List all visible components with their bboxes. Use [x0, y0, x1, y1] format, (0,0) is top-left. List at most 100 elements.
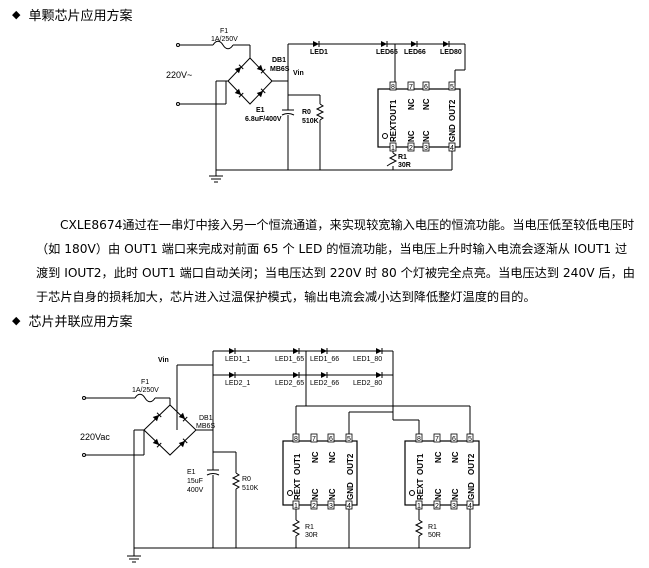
svg-text:NC: NC	[407, 130, 416, 142]
svg-text:NC: NC	[328, 451, 337, 463]
resistor-r0: R0 510K	[288, 94, 325, 170]
section-title: 单颗芯片应用方案	[28, 9, 133, 24]
svg-text:2: 2	[435, 503, 439, 510]
ground-icon	[126, 555, 142, 563]
svg-text:OUT1: OUT1	[416, 453, 425, 475]
svg-text:4: 4	[468, 503, 472, 510]
svg-text:NC: NC	[407, 98, 416, 110]
svg-text:2: 2	[312, 503, 316, 510]
res1-value: 30R	[398, 162, 411, 169]
bridge-name: DB1	[199, 415, 213, 422]
res-name: R1	[305, 524, 314, 531]
description-text: CXLE8674通过在一串灯中接入另一个恒流通道，来实现较宽输入电压的恒流功能。…	[36, 218, 635, 304]
led-diode-icon	[312, 40, 320, 48]
svg-text:NC: NC	[434, 488, 443, 500]
led-label: LED2_1	[225, 380, 250, 387]
svg-text:NC: NC	[328, 488, 337, 500]
svg-text:1: 1	[294, 503, 298, 510]
fuse-name: F1	[141, 379, 149, 386]
svg-text:6: 6	[424, 84, 428, 91]
svg-text:GND: GND	[467, 482, 476, 500]
led-diode-icon	[442, 40, 450, 48]
bullet-diamond-icon: ◆	[12, 314, 21, 327]
ac-input-label: 220Vac	[80, 432, 110, 442]
ground-icon	[208, 175, 224, 183]
diagram-parallel-chips: Vin LED1_1 LED1_65 LED1_66 LED1_80 LED2_…	[80, 347, 480, 563]
vin-label: Vin	[158, 357, 169, 364]
svg-text:NC: NC	[451, 451, 460, 463]
res-value: 30R	[305, 532, 318, 539]
cap-name: E1	[187, 469, 196, 476]
bridge-rectifier: DB1 MB6S	[227, 57, 290, 105]
svg-text:3: 3	[329, 503, 333, 510]
resistor-r1-left: R1 30R	[291, 509, 318, 548]
res1-name: R1	[398, 154, 407, 161]
led-label: LED66	[404, 49, 426, 56]
cap-voltage: 400V	[187, 487, 204, 494]
svg-text:1: 1	[417, 503, 421, 510]
led-label: LED1_65	[275, 356, 304, 363]
vin-label: Vin	[293, 70, 304, 77]
svg-text:5: 5	[468, 436, 472, 443]
led-label: LED65	[376, 49, 398, 56]
svg-text:NC: NC	[451, 488, 460, 500]
led-label: LED2_80	[353, 380, 382, 387]
led-label: LED2_65	[275, 380, 304, 387]
svg-text:8: 8	[417, 436, 421, 443]
svg-text:NC: NC	[422, 98, 431, 110]
svg-text:NC: NC	[434, 451, 443, 463]
fuse: F1 1A/250V	[132, 379, 159, 403]
svg-text:6: 6	[329, 436, 333, 443]
section-heading-parallel: ◆ 芯片并联应用方案	[12, 311, 132, 330]
fuse-name: F1	[220, 28, 228, 35]
fuse: F1 1A/250V	[211, 28, 238, 50]
res-value: 50R	[428, 532, 441, 539]
led-label: LED1	[310, 49, 328, 56]
led-label: LED1_1	[225, 356, 250, 363]
section-title: 芯片并联应用方案	[28, 315, 133, 330]
ac-input-label: 220V~	[166, 70, 192, 80]
bridge-part: MB6S	[196, 423, 215, 430]
svg-text:OUT1: OUT1	[293, 453, 302, 475]
svg-text:OUT1: OUT1	[389, 99, 398, 121]
svg-text:7: 7	[409, 84, 413, 91]
bridge-name: DB1	[272, 57, 286, 64]
svg-text:REXT: REXT	[416, 479, 425, 500]
diagram-single-chip: F1 1A/250V 220V~ DB1 MB6S Vin E1	[166, 28, 466, 183]
svg-text:NC: NC	[311, 488, 320, 500]
res0-value: 510K	[242, 485, 259, 492]
res0-name: R0	[242, 476, 251, 483]
resistor-r0: R0 510K	[213, 451, 259, 548]
svg-text:1: 1	[391, 145, 395, 152]
bridge-rectifier: DB1 MB6S	[143, 404, 215, 456]
svg-text:NC: NC	[311, 451, 320, 463]
svg-text:7: 7	[312, 436, 316, 443]
capacitor-e1: E1 6.8uF/400V	[245, 107, 295, 170]
svg-text:OUT2: OUT2	[467, 453, 476, 475]
svg-text:2: 2	[409, 145, 413, 152]
capacitor-e1: E1 15uF 400V	[187, 469, 220, 548]
svg-text:7: 7	[435, 436, 439, 443]
resistor-r1-right: R1 50R	[414, 509, 441, 548]
led-diode-icon	[380, 40, 388, 48]
svg-text:5: 5	[347, 436, 351, 443]
res0-value: 510K	[302, 118, 319, 125]
led-label: LED1_80	[353, 356, 382, 363]
svg-text:REXT: REXT	[389, 121, 398, 142]
res-name: R1	[428, 524, 437, 531]
led-label: LED80	[440, 49, 462, 56]
svg-text:OUT2: OUT2	[346, 453, 355, 475]
bridge-part: MB6S	[270, 66, 290, 73]
svg-text:8: 8	[294, 436, 298, 443]
res0-name: R0	[302, 109, 311, 116]
led-diode-icon	[410, 40, 418, 48]
svg-text:5: 5	[450, 84, 454, 91]
led-label: LED2_66	[310, 380, 339, 387]
svg-text:4: 4	[450, 145, 454, 152]
led-label: LED1_66	[310, 356, 339, 363]
svg-text:6: 6	[452, 436, 456, 443]
